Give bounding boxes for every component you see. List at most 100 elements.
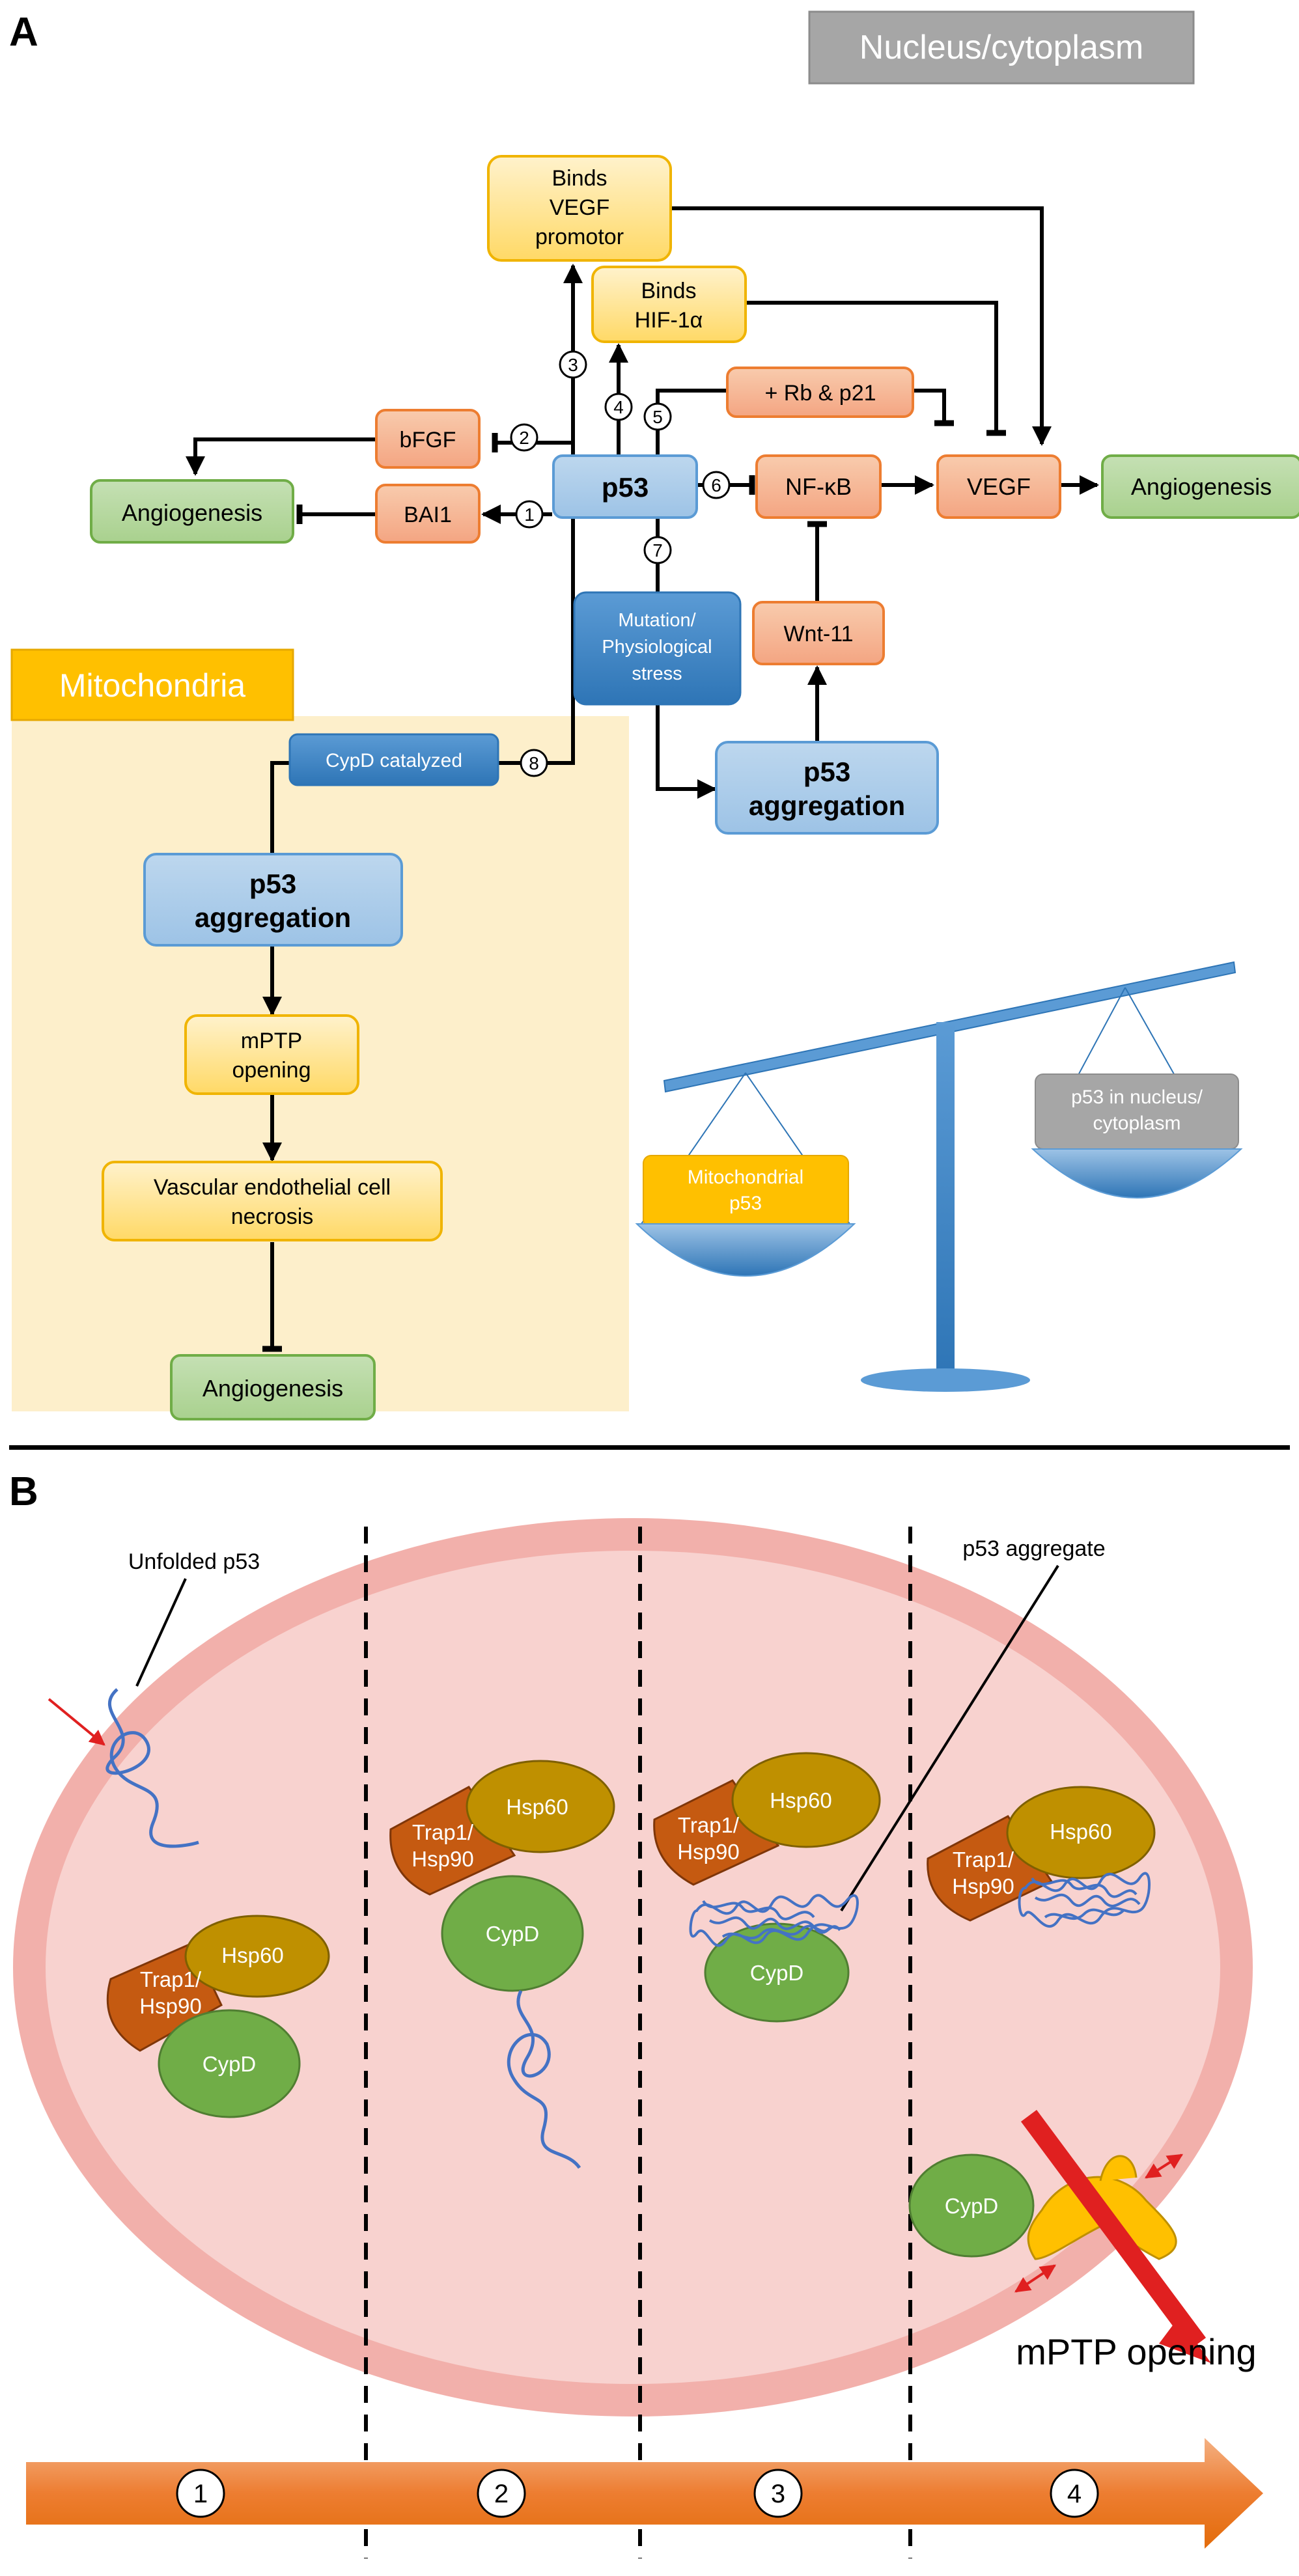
- svg-text:1: 1: [524, 505, 535, 525]
- mptp-pore-icon: CypD: [908, 2110, 1211, 2363]
- svg-text:aggregation: aggregation: [749, 790, 905, 821]
- line-cypd-to-mito-aggregation: [270, 761, 290, 856]
- circle-number-7: 7: [643, 536, 672, 564]
- svg-text:Hsp60: Hsp60: [1050, 1820, 1111, 1844]
- circle-number-3: 3: [559, 350, 587, 379]
- mitochondria-header: Mitochondria: [10, 648, 294, 721]
- svg-text:p53: p53: [249, 868, 296, 899]
- svg-text:CypD: CypD: [945, 2194, 999, 2218]
- svg-text:Vascular endothelial cell: Vascular endothelial cell: [154, 1175, 391, 1200]
- left-pan: [635, 1223, 856, 1277]
- node-angiogenesis-mito: Angiogenesis: [170, 1354, 376, 1420]
- node-p53: p53: [552, 454, 698, 519]
- bound-p53-strand: [507, 1989, 581, 2169]
- circle-number-5: 5: [643, 402, 672, 431]
- timeline-step-1: 1: [176, 2469, 225, 2518]
- arrow-bfgf-to-angiogenesis: [186, 437, 376, 476]
- node-mutation-stress: Mutation/ Physiological stress: [573, 591, 742, 706]
- svg-text:opening: opening: [232, 1058, 311, 1083]
- svg-text:Hsp90: Hsp90: [412, 1847, 473, 1871]
- circle-number-8: 8: [520, 749, 548, 777]
- stage-3: p53 aggregate Trap1/ Hsp90 Hsp60 CypD: [653, 1536, 1106, 2023]
- unfolded-p53-strand: [105, 1688, 199, 1848]
- node-nfkb: NF-κB: [755, 454, 882, 519]
- panel-a-label: A: [9, 10, 38, 55]
- svg-text:4: 4: [613, 397, 624, 417]
- chaperone-complex-1: Trap1/ Hsp90 Hsp60 CypD: [106, 1915, 330, 2118]
- unfolded-callout-line: [135, 1578, 187, 1687]
- svg-text:p53: p53: [803, 756, 850, 787]
- node-binds-hif: Binds HIF-1α: [591, 266, 747, 343]
- svg-text:promotor: promotor: [535, 225, 624, 249]
- svg-text:p53: p53: [729, 1193, 762, 1214]
- node-vegf: VEGF: [936, 454, 1061, 519]
- node-mptp-opening: mPTP opening: [184, 1014, 359, 1095]
- svg-text:Trap1/: Trap1/: [678, 1813, 740, 1837]
- red-arrow-icon: [48, 1698, 105, 1746]
- circle-number-2: 2: [510, 423, 538, 452]
- node-p53-aggregation-nucleus: p53 aggregation: [715, 741, 939, 835]
- node-wnt11: Wnt-11: [752, 601, 885, 665]
- chaperone-complex-2: Trap1/ Hsp90 Hsp60 CypD: [389, 1760, 615, 1992]
- svg-text:3: 3: [568, 355, 578, 375]
- svg-text:necrosis: necrosis: [231, 1204, 314, 1229]
- nucleus-cytoplasm-title: Nucleus/cytoplasm: [859, 29, 1143, 66]
- p53-aggregate-cluster-4: [1018, 1872, 1151, 1928]
- stage-4: Trap1/ Hsp90 Hsp60 CypD mPTP opening: [908, 1786, 1257, 2372]
- svg-text:Trap1/: Trap1/: [140, 1967, 202, 1991]
- svg-text:2: 2: [494, 2480, 509, 2508]
- svg-text:Binds: Binds: [641, 279, 696, 303]
- panel-divider: [9, 1445, 1290, 1450]
- aggregate-callout-line: [840, 1564, 1059, 1912]
- svg-text:Mitochondrial: Mitochondrial: [688, 1167, 803, 1188]
- circle-number-1: 1: [515, 500, 544, 529]
- svg-text:Angiogenesis: Angiogenesis: [1131, 473, 1272, 500]
- svg-text:bFGF: bFGF: [400, 428, 456, 452]
- svg-text:2: 2: [519, 428, 529, 448]
- svg-text:Hsp90: Hsp90: [952, 1874, 1014, 1898]
- circle-number-6: 6: [702, 471, 731, 499]
- scale-post: [936, 1022, 955, 1377]
- mptp-opening-label: mPTP opening: [1016, 2331, 1256, 2372]
- svg-text:7: 7: [652, 540, 663, 561]
- panel-b-label: B: [9, 1469, 38, 1514]
- stage-separators: [364, 1527, 912, 2558]
- node-angiogenesis-right: Angiogenesis: [1101, 454, 1299, 519]
- svg-text:CypD: CypD: [486, 1922, 540, 1946]
- svg-text:mPTP: mPTP: [241, 1029, 302, 1053]
- balance-scale: Mitochondrial p53 p53 in nucleus/ cytopl…: [635, 961, 1243, 1392]
- timeline-arrow: 1 2 3 4: [26, 2438, 1263, 2549]
- node-bai1: BAI1: [375, 484, 481, 544]
- node-rb-p21: + Rb & p21: [726, 367, 914, 418]
- arrow-mutation-to-aggregation: [656, 703, 717, 799]
- svg-text:CypD catalyzed: CypD catalyzed: [326, 750, 462, 771]
- svg-text:HIF-1α: HIF-1α: [635, 308, 703, 333]
- arrow-vegf-promotor-to-vegf: [671, 206, 1052, 446]
- svg-text:Hsp60: Hsp60: [770, 1788, 831, 1812]
- svg-text:Physiological: Physiological: [602, 637, 712, 658]
- svg-text:aggregation: aggregation: [195, 902, 351, 933]
- svg-text:3: 3: [771, 2480, 785, 2508]
- svg-text:NF-κB: NF-κB: [785, 473, 852, 500]
- svg-text:CypD: CypD: [750, 1961, 804, 1985]
- svg-text:p53 in nucleus/: p53 in nucleus/: [1071, 1087, 1203, 1108]
- svg-text:+ Rb & p21: + Rb & p21: [764, 381, 876, 406]
- svg-text:Hsp90: Hsp90: [677, 1840, 739, 1864]
- scale-base: [861, 1368, 1030, 1392]
- chaperone-complex-3: Trap1/ Hsp90 Hsp60 CypD: [653, 1752, 881, 2023]
- svg-text:Hsp90: Hsp90: [139, 1994, 201, 2018]
- svg-text:stress: stress: [632, 663, 682, 684]
- svg-text:Hsp60: Hsp60: [506, 1795, 568, 1819]
- right-pan: [1031, 1148, 1243, 1198]
- inhibit-hif-vegf: [746, 301, 1006, 436]
- svg-text:5: 5: [652, 407, 663, 427]
- node-bfgf: bFGF: [375, 409, 481, 469]
- stage-2: Trap1/ Hsp90 Hsp60 CypD: [389, 1760, 615, 2169]
- node-p53-aggregation-mito: p53 aggregation: [143, 853, 403, 947]
- svg-text:4: 4: [1067, 2480, 1082, 2508]
- node-cypd-catalyzed: CypD catalyzed: [288, 733, 499, 786]
- step-circles: 1 2 3 4 5 6 7 8: [510, 350, 731, 777]
- svg-text:Angiogenesis: Angiogenesis: [122, 499, 262, 526]
- svg-text:Binds: Binds: [552, 166, 607, 191]
